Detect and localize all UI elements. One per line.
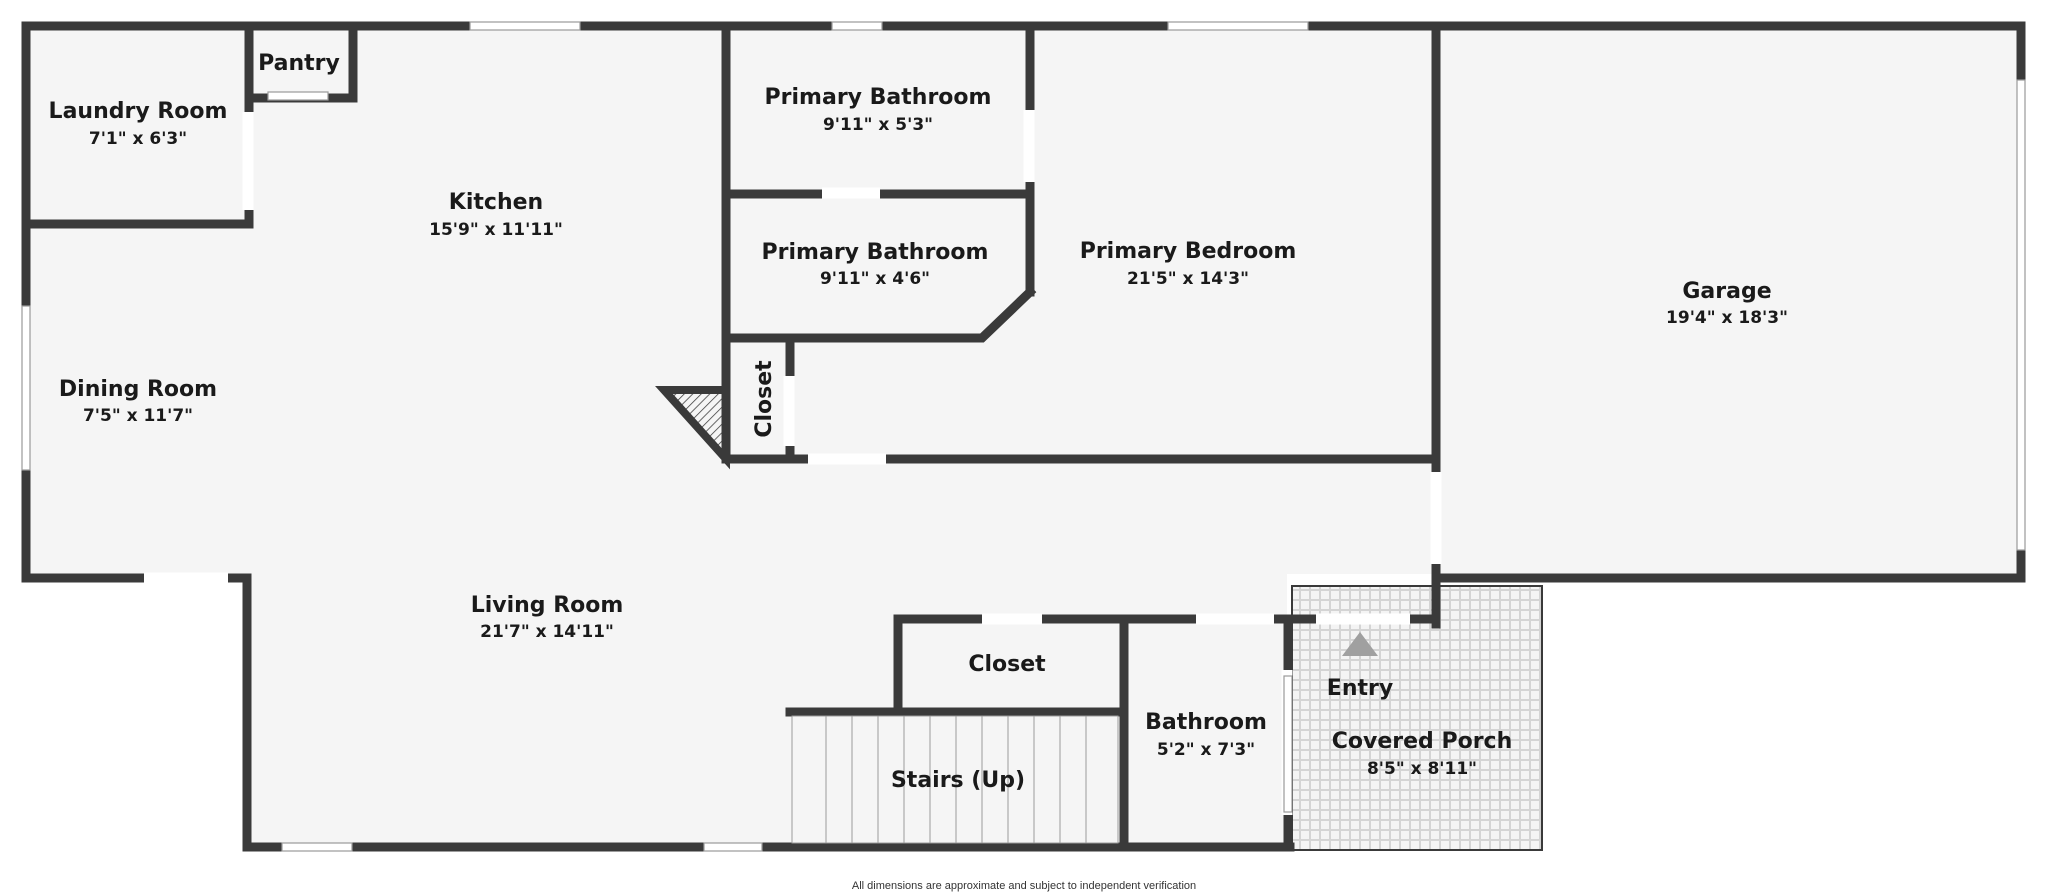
covered-porch-floor <box>1292 586 1542 850</box>
structural-column <box>655 386 730 470</box>
primary-bathroom-2-dims: 9'11" x 4'6" <box>820 269 930 289</box>
living-room-label: Living Room <box>471 593 624 618</box>
laundry-room-label: Laundry Room <box>49 99 228 124</box>
pantry-label: Pantry <box>258 51 340 76</box>
covered-porch-label: Covered Porch <box>1332 729 1513 754</box>
bathroom-label: Bathroom <box>1145 710 1267 735</box>
windows <box>21 21 2026 852</box>
bathroom-dims: 5'2" x 7'3" <box>1157 740 1255 760</box>
dining-room-label: Dining Room <box>59 377 217 402</box>
primary-bathroom-1-dims: 9'11" x 5'3" <box>823 115 933 135</box>
laundry-room-dims: 7'1" x 6'3" <box>89 129 187 149</box>
primary-bathroom-2-label: Primary Bathroom <box>762 240 989 265</box>
stairs-treads <box>791 715 1119 844</box>
covered-porch-dims: 8'5" x 8'11" <box>1367 759 1477 779</box>
primary-bedroom-dims: 21'5" x 14'3" <box>1127 269 1249 289</box>
entry-label: Entry <box>1327 676 1393 701</box>
room-labels: Laundry Room 7'1" x 6'3" Pantry Kitchen … <box>49 51 1788 793</box>
garage-label: Garage <box>1682 279 1771 304</box>
stairs-label: Stairs (Up) <box>891 768 1025 793</box>
primary-bedroom-label: Primary Bedroom <box>1080 239 1297 264</box>
garage-dims: 19'4" x 18'3" <box>1666 308 1788 328</box>
disclaimer-text: All dimensions are approximate and subje… <box>852 880 1196 892</box>
primary-bathroom-1-label: Primary Bathroom <box>765 85 992 110</box>
living-room-dims: 21'7" x 14'11" <box>480 622 614 642</box>
kitchen-label: Kitchen <box>449 190 543 215</box>
kitchen-dims: 15'9" x 11'11" <box>429 220 563 240</box>
closet-vertical-label: Closet <box>752 360 777 438</box>
dining-room-dims: 7'5" x 11'7" <box>83 406 193 426</box>
closet-hall-label: Closet <box>968 652 1046 677</box>
entry-arrow-icon <box>1342 632 1378 656</box>
